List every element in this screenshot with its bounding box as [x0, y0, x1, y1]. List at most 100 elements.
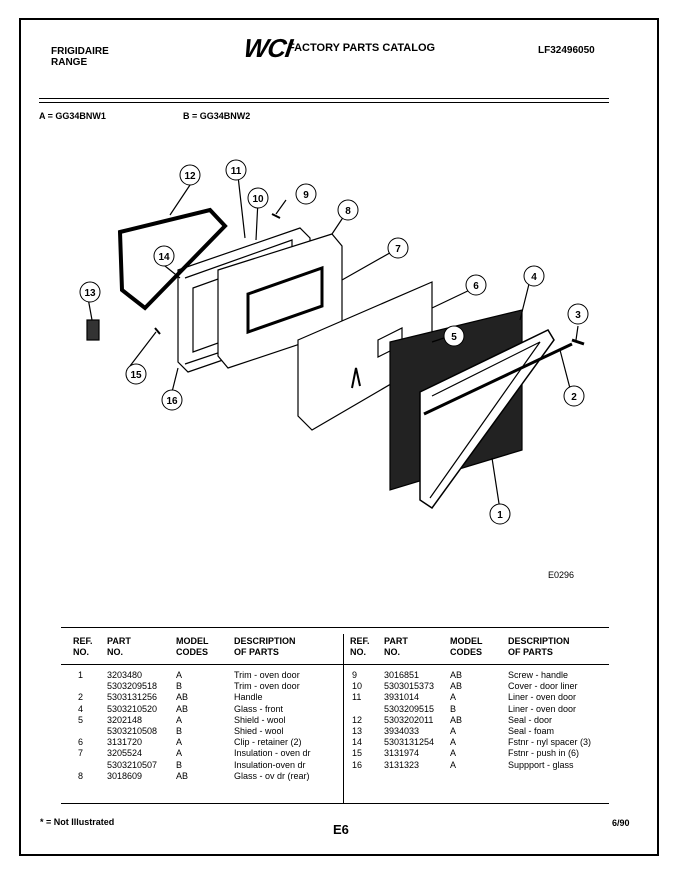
table-rule-header: [61, 664, 609, 665]
table-cell-ref: 6: [78, 737, 84, 748]
table-cell-desc: Shield - wool: [234, 714, 286, 725]
table-cell-desc: Fstnr - nyl spacer (3): [508, 737, 592, 748]
product-type: RANGE: [51, 57, 88, 68]
table-cell-ref: 5: [78, 714, 84, 725]
table-cell-desc: Trim - oven door: [234, 670, 300, 680]
table-cell-model: A: [176, 737, 183, 748]
table-cell-ref: 11: [352, 692, 362, 703]
callout-15: 15: [125, 363, 147, 385]
table-cell-model: B: [176, 726, 183, 736]
callout-16: 16: [161, 389, 183, 411]
table-cell-ref: 1: [78, 670, 84, 680]
svg-text:4: 4: [531, 272, 537, 283]
table-rule-bottom: [61, 803, 609, 804]
revision-date: 6/90: [612, 818, 630, 828]
table-cell-model: AB: [450, 714, 463, 725]
table-cell-model: AB: [450, 670, 463, 680]
table-cell-desc: Handle: [234, 692, 263, 703]
part-screw: [271, 213, 281, 219]
table-cell-model: A: [450, 748, 457, 759]
table-cell-part: 3934033: [384, 726, 420, 736]
table-cell-ref: 9: [352, 670, 358, 680]
callout-6: 6: [465, 274, 487, 296]
table-cell-desc: Liner - oven door: [508, 703, 577, 714]
footnote: * = Not Illustrated: [40, 817, 115, 827]
table-cell-desc: Clip - retainer (2): [234, 737, 302, 748]
table-cell-part: 3131720: [107, 737, 143, 748]
page-frame: [19, 18, 659, 856]
svg-text:3: 3: [575, 310, 581, 321]
table-cell-part: 5303210520: [107, 703, 158, 714]
table-cell-part: 5303131254: [384, 737, 435, 748]
callout-14: 14: [153, 245, 175, 267]
table-cell-ref: 13: [352, 726, 363, 736]
callout-3: 3: [567, 303, 589, 325]
table-cell-ref: 7: [78, 748, 84, 759]
catalog-title: FACTORY PARTS CATALOG: [288, 42, 436, 54]
table-cell-part: 3131974: [384, 748, 420, 759]
table-cell-model: A: [176, 714, 183, 725]
table-cell-desc: Suppport - glass: [508, 759, 574, 770]
table-cell-model: B: [450, 703, 457, 714]
callout-12: 12: [179, 164, 201, 186]
callout-13: 13: [79, 281, 101, 303]
callout-2: 2: [563, 385, 585, 407]
table-cell-ref: 10: [352, 681, 363, 692]
table-cell-desc: Shied - wool: [234, 726, 284, 736]
table-cell-model: B: [176, 759, 183, 770]
callout-11: 11: [225, 159, 247, 181]
table-cell-part: 5303209518: [107, 681, 158, 692]
table-cell-part: 3205524: [107, 748, 143, 759]
svg-text:12: 12: [184, 171, 196, 182]
callout-5: 5: [443, 325, 465, 347]
table-cell-desc: Fstnr - push in (6): [508, 748, 580, 759]
table-cell-part: 3203480: [107, 670, 143, 680]
table-cell-desc: Insulation - oven dr: [234, 748, 311, 759]
table-cell-desc: Glass - front: [234, 703, 284, 714]
callout-8: 8: [337, 199, 359, 221]
table-cell-model: A: [176, 748, 183, 759]
part-push-in: [154, 327, 161, 335]
callout-9: 9: [295, 183, 317, 205]
table-cell-part: 5303202011: [384, 714, 434, 725]
svg-text:2: 2: [571, 392, 577, 403]
header-rule-top: [39, 98, 609, 99]
svg-text:1: 1: [497, 510, 503, 521]
table-rule-top: [61, 627, 609, 628]
part-shield: [297, 281, 433, 431]
table-cell-part: 3018609: [107, 770, 143, 781]
svg-text:15: 15: [130, 370, 142, 381]
table-cell-desc: Trim - oven door: [234, 681, 300, 692]
table-cell-ref: 2: [78, 692, 84, 703]
part-handle-screw: [571, 338, 585, 346]
catalog-number: LF32496050: [538, 45, 595, 56]
table-cell-part: 3016851: [384, 670, 420, 680]
table-cell-model: A: [176, 670, 183, 680]
table-cell-ref: 14: [352, 737, 363, 748]
brand-name: FRIGIDAIRE: [51, 46, 109, 57]
table-cell-desc: Insulation-oven dr: [234, 759, 306, 770]
table-cell-part: 5303209515: [384, 703, 435, 714]
table-cell-part: 3131323: [384, 759, 420, 770]
svg-text:14: 14: [158, 252, 170, 263]
part-rear-glass: [246, 265, 324, 335]
table-cell-model: A: [450, 759, 457, 770]
page-number: E6: [333, 822, 349, 837]
table-cell-part: 5303131256: [107, 692, 158, 703]
part-oven-door-trim: [419, 329, 555, 510]
table-cell-model: A: [450, 726, 457, 736]
table-cell-part: 3931014: [384, 692, 420, 703]
left-header-ref: REF.NO.: [73, 636, 93, 657]
header-rule-bottom: [39, 102, 609, 103]
table-cell-part: 3202148: [107, 714, 143, 725]
table-cell-part: 5303015373: [384, 681, 435, 692]
callout-labels: 12 11 10 9 8 7 6 4 5 3 2 1 14 13 15 16: [79, 159, 589, 525]
svg-text:10: 10: [252, 194, 264, 205]
table-cell-model: AB: [176, 692, 189, 703]
right-header-ref: REF.NO.: [350, 636, 370, 657]
